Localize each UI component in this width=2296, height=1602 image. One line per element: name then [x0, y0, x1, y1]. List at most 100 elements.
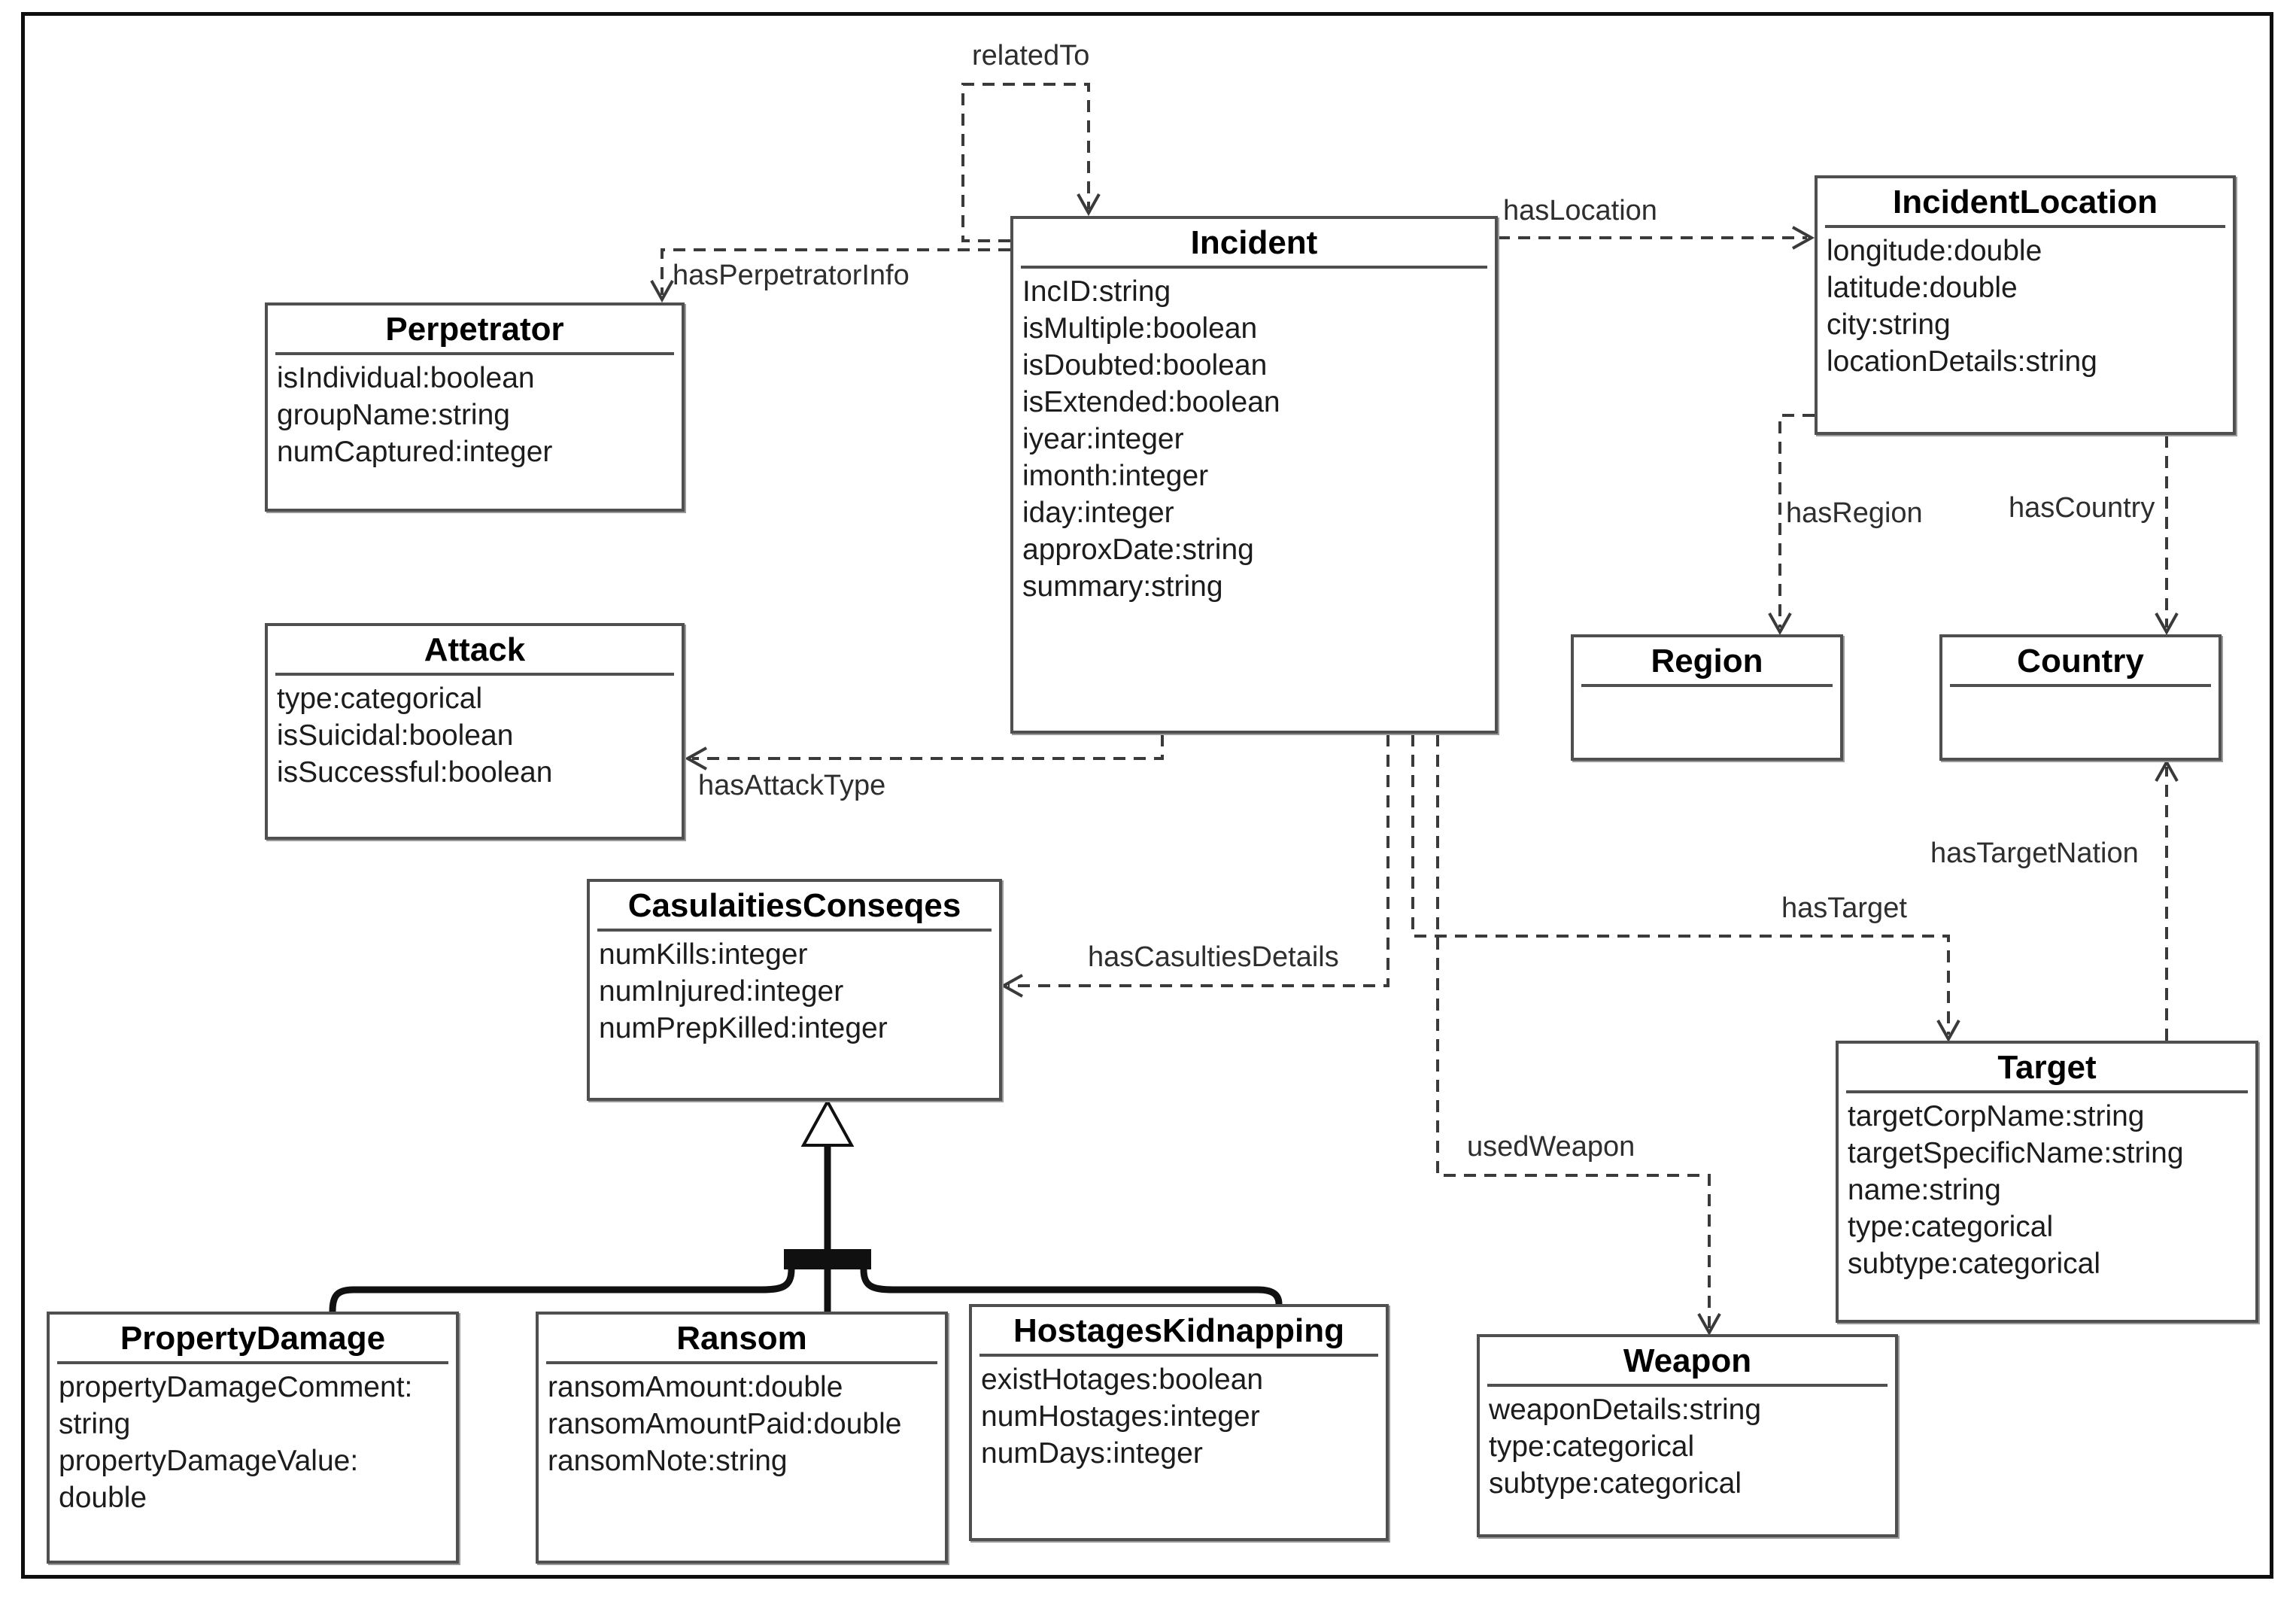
class-attack: Attack type:categorical isSuicidal:boole… [265, 623, 685, 840]
hasperpetratorinfo-arrowhead [650, 280, 674, 303]
class-perpetrator: Perpetrator isIndividual:boolean groupNa… [265, 302, 685, 512]
hastarget-arrowhead [1936, 1020, 1960, 1043]
attribute: iyear:integer [1022, 423, 1184, 455]
attribute: city:string [1827, 309, 1951, 341]
edge-hascasultiesdetails [1000, 734, 1389, 998]
class-incidentlocation: IncidentLocation longitude:double latitu… [1815, 175, 2236, 435]
attribute: isSuicidal:boolean [277, 719, 514, 752]
hascountry-arrowhead [2155, 613, 2179, 636]
class-region: Region [1571, 634, 1843, 761]
attribute: longitude:double [1827, 235, 2042, 267]
attribute: latitude:double [1827, 272, 2018, 304]
edge-hastargetnation [2155, 758, 2179, 1041]
attribute: name:string [1848, 1174, 2001, 1206]
relatedto-line [961, 83, 1090, 242]
attribute: type:categorical [1489, 1430, 1695, 1463]
class-title: Weapon [1623, 1342, 1752, 1379]
class-title: Incident [1190, 224, 1318, 261]
class-casulaitiesconseqes: CasulaitiesConseqes numKills:integer num… [587, 879, 1002, 1101]
inheritance-connector [329, 1098, 1283, 1312]
class-title: Country [2017, 643, 2144, 679]
class-title: IncidentLocation [1893, 184, 2158, 220]
class-weapon: Weapon weaponDetails:string type:categor… [1477, 1334, 1898, 1537]
class-incident: Incident IncID:string isMultiple:boolean… [1010, 216, 1498, 734]
haslocation-arrowhead [1792, 226, 1815, 250]
class-title: CasulaitiesConseqes [627, 887, 961, 924]
attribute-list: targetCorpName:string targetSpecificName… [1839, 1093, 2255, 1282]
attribute: isDoubted:boolean [1022, 349, 1268, 382]
title-separator [1950, 684, 2211, 687]
title-separator [275, 673, 674, 676]
inheritance-junction-bar [784, 1249, 871, 1269]
attribute: propertyDamageValue: [59, 1445, 359, 1477]
attribute: isIndividual:boolean [277, 362, 535, 394]
attribute: type:categorical [277, 682, 483, 715]
attribute: ransomNote:string [548, 1445, 788, 1477]
title-separator [597, 929, 992, 932]
attribute: groupName:string [277, 399, 510, 431]
hasperpetratorinfo-line [661, 248, 1010, 295]
label-usedweapon: usedWeapon [1467, 1131, 1635, 1163]
class-title: Ransom [676, 1320, 807, 1357]
relatedto-arrowhead [1077, 193, 1101, 217]
label-hastargetnation: hasTargetNation [1930, 837, 2139, 869]
label-hasattacktype: hasAttackType [698, 770, 886, 801]
edge-usedweapon [1436, 734, 1721, 1336]
edge-relatedto [961, 83, 1101, 242]
class-title: HostagesKidnapping [1013, 1312, 1345, 1349]
attribute: numCaptured:integer [277, 436, 553, 468]
generalization-triangle [800, 1098, 855, 1147]
hascasultiesdetails-arrowhead [1000, 974, 1023, 998]
edge-haslocation [1498, 226, 1815, 250]
attribute: double [59, 1482, 147, 1514]
usedweapon-line [1436, 734, 1711, 1328]
hasattacktype-line [692, 734, 1164, 760]
attribute: type:categorical [1848, 1211, 2054, 1243]
attribute: numPrepKilled:integer [599, 1012, 888, 1044]
attribute: numDays:integer [981, 1437, 1203, 1470]
hastarget-line [1411, 734, 1950, 1035]
class-propertydamage: PropertyDamage propertyDamageComment: st… [47, 1312, 459, 1564]
attribute: subtype:categorical [1489, 1467, 1742, 1500]
edge-hasattacktype [684, 734, 1164, 771]
class-title: Region [1651, 643, 1763, 679]
attribute: existHotages:boolean [981, 1363, 1264, 1396]
attribute-list: weaponDetails:string type:categorical su… [1480, 1387, 1895, 1502]
attribute: imonth:integer [1022, 460, 1209, 492]
label-hasperpetratorinfo: hasPerpetratorInfo [673, 260, 910, 291]
label-hastarget: hasTarget [1781, 892, 1907, 924]
attribute: ransomAmountPaid:double [548, 1408, 902, 1440]
class-title: Perpetrator [385, 311, 564, 348]
title-separator [546, 1361, 937, 1364]
attribute: isSuccessful:boolean [277, 756, 553, 789]
usedweapon-arrowhead [1697, 1313, 1721, 1336]
class-target: Target targetCorpName:string targetSpeci… [1836, 1041, 2258, 1323]
hascasultiesdetails-line [1008, 734, 1389, 987]
hasattacktype-arrowhead [684, 746, 707, 771]
attribute: approxDate:string [1022, 533, 1254, 566]
attribute: targetSpecificName:string [1848, 1137, 2184, 1169]
title-separator [57, 1361, 448, 1364]
label-hascasultiesdetails: hasCasultiesDetails [1088, 941, 1339, 973]
class-title: PropertyDamage [120, 1320, 386, 1357]
hasregion-arrowhead [1768, 613, 1792, 636]
attribute-list: propertyDamageComment: string propertyDa… [50, 1364, 456, 1516]
class-ransom: Ransom ransomAmount:double ransomAmountP… [536, 1312, 948, 1564]
attribute: propertyDamageComment: [59, 1371, 413, 1403]
edge-hastarget [1411, 734, 1960, 1043]
hastargetnation-arrowhead [2155, 758, 2179, 782]
attribute: numKills:integer [599, 938, 808, 971]
title-separator [1021, 266, 1487, 269]
attribute: numInjured:integer [599, 975, 844, 1008]
attribute: weaponDetails:string [1489, 1394, 1762, 1426]
class-country: Country [1939, 634, 2222, 761]
attribute-list: ransomAmount:double ransomAmountPaid:dou… [539, 1364, 945, 1479]
hasregion-line [1778, 414, 1815, 628]
title-separator [1846, 1090, 2248, 1093]
attribute-list: isIndividual:boolean groupName:string nu… [268, 355, 682, 470]
attribute-list: existHotages:boolean numHostages:integer… [972, 1357, 1386, 1472]
title-separator [1487, 1384, 1888, 1387]
title-separator [1825, 225, 2225, 228]
